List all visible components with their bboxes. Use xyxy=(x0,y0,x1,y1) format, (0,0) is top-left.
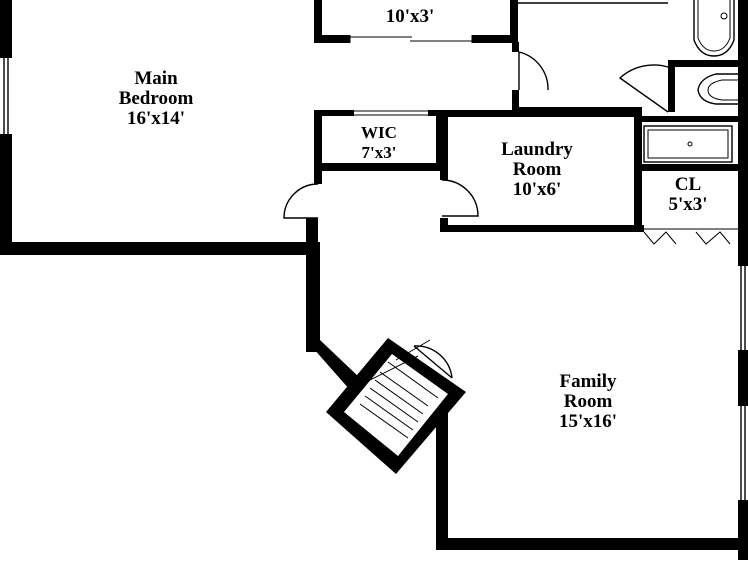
room-name-main-bedroom-1: Main xyxy=(134,68,178,89)
wall-laundry-top xyxy=(440,110,640,117)
wall-hall-stub-north xyxy=(314,170,322,184)
wall-top-closet-east xyxy=(510,0,518,42)
wall-wic-north-a xyxy=(314,110,354,116)
wall-bedroom-south xyxy=(0,242,318,255)
window-family-east-1 xyxy=(738,266,748,350)
cl-bifold-doors xyxy=(643,231,677,245)
room-dims-cl: 5'x3' xyxy=(668,194,707,215)
room-name-family-2: Room xyxy=(564,391,613,412)
room-name-main-bedroom-2: Bedroom xyxy=(119,88,194,109)
room-dims-laundry: 10'x6' xyxy=(513,179,562,200)
wall-wic-south xyxy=(314,163,444,171)
room-dims-main-bedroom: 16'x14' xyxy=(127,108,185,129)
room-name-family-1: Family xyxy=(560,371,617,392)
wall-bath-top-a xyxy=(512,42,519,52)
wall-laundry-stub xyxy=(440,218,448,232)
wall-laundry-south xyxy=(440,225,642,232)
wall-bath-east xyxy=(738,0,748,230)
wall-wic-west xyxy=(314,110,322,170)
wall-family-south xyxy=(436,538,748,550)
shower xyxy=(643,125,733,163)
wall-family-east-upper xyxy=(738,230,748,560)
wall-cl-south-a xyxy=(634,225,644,232)
wall-shower-top xyxy=(638,116,748,122)
room-dims-family: 15'x16' xyxy=(559,411,617,432)
wall-wic-north-b xyxy=(428,110,442,116)
wall-bath-partition xyxy=(668,60,748,67)
wall-top-closet-west xyxy=(314,0,322,42)
wall-family-west-upper xyxy=(306,242,320,352)
wall-family-west-lower xyxy=(436,400,448,550)
room-name-laundry-2: Room xyxy=(513,159,562,180)
stairs xyxy=(359,339,445,439)
stair-door-swing xyxy=(413,345,453,379)
wall-cl-north xyxy=(634,164,748,171)
bathtub xyxy=(693,0,735,57)
room-name-wic: WIC xyxy=(361,123,397,142)
wall-laundry-west xyxy=(440,110,448,180)
room-dims-wic: 7'x3' xyxy=(362,143,397,162)
wall-bath-west xyxy=(512,90,519,110)
room-name-laundry-1: Laundry xyxy=(501,139,573,160)
wall-bath-inner xyxy=(668,60,675,112)
window-family-east-2 xyxy=(738,406,748,500)
room-dims-top-closet: 10'x3' xyxy=(386,6,435,27)
wall-stair-diagonal xyxy=(306,340,360,390)
room-name-cl: CL xyxy=(675,174,701,195)
toilet xyxy=(697,73,738,105)
window-bedroom-west xyxy=(0,58,12,134)
